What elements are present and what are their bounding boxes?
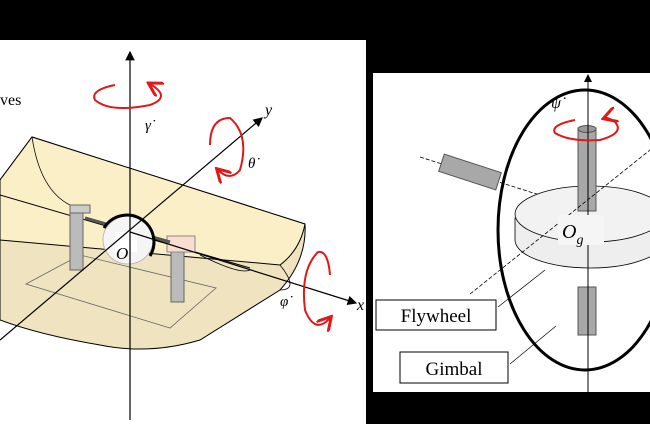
gyro-panel: Og ψ̇ Flywheel Gimbal	[373, 73, 650, 392]
ship-panel: ves γ̇ θ̇ φ̇ y x O	[0, 40, 366, 424]
partial-label: ves	[0, 92, 21, 109]
gimbal-label-box	[399, 351, 509, 384]
origin-label: O	[116, 244, 128, 263]
phi-rotation-icon	[302, 250, 330, 325]
theta-rotation-icon	[209, 116, 245, 176]
x-axis-label: x	[356, 297, 364, 314]
gamma-rate-label: γ̇	[145, 118, 156, 134]
gimbal-ring	[496, 88, 650, 372]
flywheel-label-box	[375, 299, 497, 331]
y-axis-label: y	[263, 102, 273, 119]
psi-rotation-icon	[553, 118, 618, 142]
gamma-rotation-icon	[93, 84, 161, 110]
gimbal-label: Gimbal	[426, 359, 483, 380]
og-label: Og	[562, 221, 583, 248]
x-axis	[129, 231, 358, 306]
y-axis	[0, 117, 263, 341]
flywheel-label: Flywheel	[401, 306, 472, 327]
side-shaft	[438, 153, 502, 191]
pillar-left	[69, 204, 91, 271]
